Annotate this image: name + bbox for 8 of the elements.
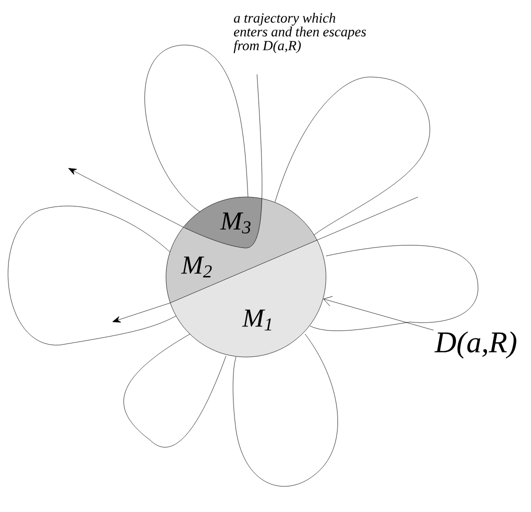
trajectory-arrow xyxy=(68,74,262,248)
pointer-arrow xyxy=(323,296,434,330)
annotation-text: a trajectory which enters and then escapes from D(a,R) xyxy=(234,12,366,54)
region-label: M$_{3}$ xyxy=(220,212,250,234)
region-label: M$_{1}$ xyxy=(242,310,272,330)
disk-label: D(a,R) xyxy=(434,331,516,359)
disk-circle xyxy=(166,196,326,358)
region-label: M$_{2}$ xyxy=(181,256,212,278)
